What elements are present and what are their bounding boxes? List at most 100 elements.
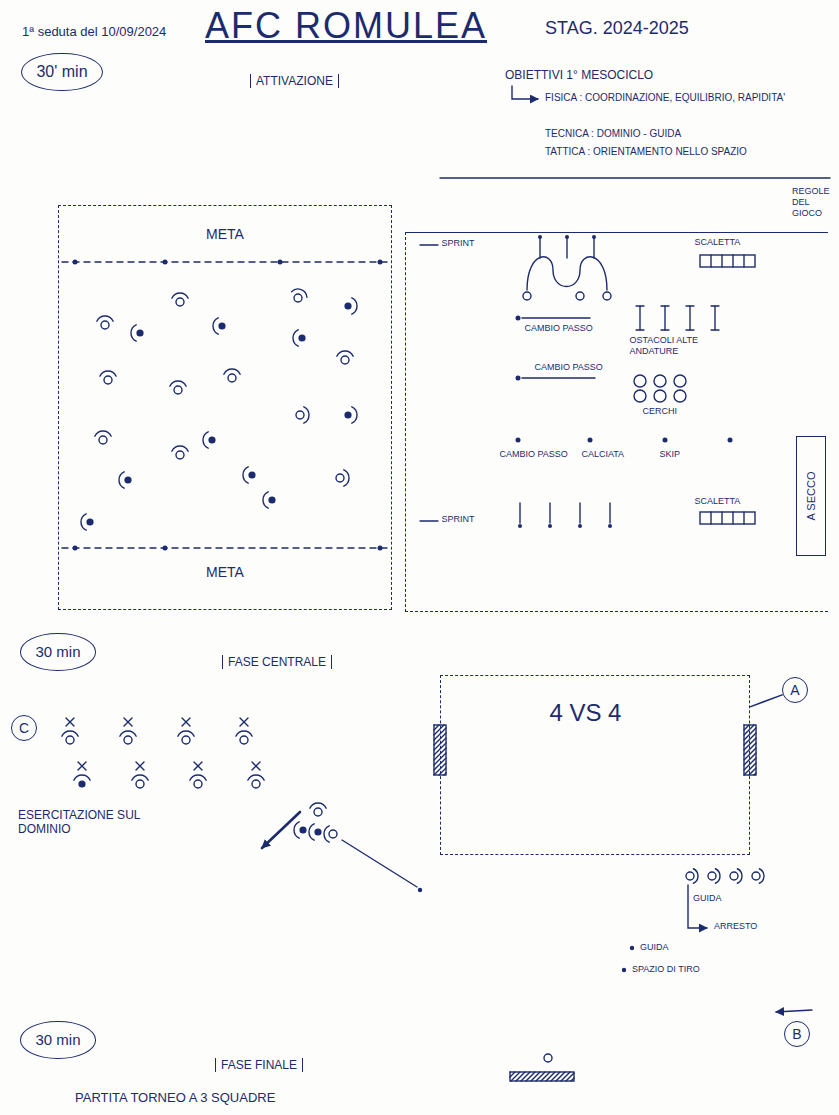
player-dot	[124, 476, 131, 483]
hurdle-post	[639, 306, 640, 330]
player-ring	[176, 298, 184, 306]
node-text: SKIP	[659, 449, 680, 459]
marker-dot	[630, 946, 634, 950]
note-text: STAG. 2024-2025	[545, 18, 689, 40]
goal-net	[516, 1072, 525, 1081]
player-arc	[119, 472, 124, 488]
player-cross	[124, 718, 132, 726]
note-text: TECNICA : DOMINIO - GUIDA	[545, 128, 681, 140]
ladder-rung	[710, 255, 711, 267]
note-text: SPAZIO DI TIRO	[632, 964, 700, 975]
player-arc	[344, 470, 349, 486]
node-text: CAMBIO PASSO	[534, 362, 602, 372]
node-text: SCALETTA	[694, 496, 740, 506]
note-text: OBIETTIVI 1° MESOCICLO	[505, 68, 653, 82]
player-arc	[172, 446, 188, 451]
marker-dot	[608, 524, 612, 528]
player-arc	[304, 407, 309, 423]
player-dot	[344, 302, 351, 309]
player-arc	[170, 381, 186, 386]
goal-net	[744, 725, 754, 735]
goal-net	[536, 1072, 545, 1081]
note-text: TATTICA : ORIENTAMENTO NELLO SPAZIO	[545, 146, 747, 158]
node-text: 4 VS 4	[549, 699, 621, 727]
player-ring	[228, 374, 236, 382]
player-arc	[337, 351, 353, 356]
slalom-pole	[566, 238, 567, 258]
player-cross	[240, 718, 248, 726]
marker-dot	[516, 376, 521, 381]
goal-net	[571, 1078, 574, 1081]
player-cross	[182, 718, 190, 726]
node-text: SCALETTA	[694, 237, 740, 247]
note-text: 1ª seduta del 10/09/2024	[22, 24, 166, 40]
player-arc	[236, 731, 252, 736]
player-arc	[81, 514, 86, 530]
player-cross	[182, 718, 190, 726]
marker-dot	[418, 888, 422, 892]
player-dot	[248, 471, 255, 478]
goal-net	[561, 1072, 570, 1081]
cone-ring	[544, 1054, 552, 1062]
note-text: ARRESTO	[714, 921, 757, 932]
node-text: META	[59, 564, 391, 580]
player-cross	[78, 762, 86, 770]
ladder-frame	[700, 512, 755, 524]
player-cross	[136, 762, 144, 770]
station-panel: SPRINTSCALETTACAMBIO PASSOOSTACOLI ALTE …	[405, 232, 828, 612]
goal-net	[749, 768, 756, 775]
cone-dot	[73, 260, 78, 265]
slalom-path	[527, 257, 607, 290]
time-circle: 30' min	[21, 53, 102, 91]
player-arc	[95, 431, 111, 436]
marker-dot	[622, 968, 626, 972]
player-cross	[194, 762, 202, 770]
player-arc	[292, 289, 307, 297]
slalom-pole	[539, 238, 540, 258]
hurdle-bar	[636, 329, 644, 330]
player-arc	[693, 869, 698, 884]
player-ring	[182, 736, 190, 744]
ladder-frame	[700, 255, 755, 267]
pointer-line	[750, 695, 783, 707]
player-ring	[294, 294, 302, 302]
marker-dot	[565, 235, 569, 239]
player-arc	[248, 775, 264, 780]
goal-net	[556, 1072, 565, 1081]
ladder-rung	[743, 512, 744, 524]
player-cross	[66, 718, 74, 726]
node-text: CAMBIO PASSO	[524, 323, 592, 333]
pointer-arrow	[512, 86, 538, 99]
pole	[519, 503, 520, 523]
note-text: REGOLE DEL GIOCO	[792, 186, 836, 218]
player-arc	[324, 826, 329, 842]
player-ring	[686, 872, 694, 880]
node-text: CAMBIO PASSO	[499, 449, 567, 459]
hurdle-bar	[711, 329, 719, 330]
marker-dot	[588, 438, 593, 443]
player-ring	[296, 411, 304, 419]
goal-frame	[744, 725, 756, 775]
player-cross	[66, 718, 74, 726]
hurdle-post	[664, 306, 665, 330]
hurdle-bar	[636, 305, 644, 306]
time-circle: 30 min	[20, 1021, 95, 1058]
player-arc	[172, 293, 188, 298]
node-text: C	[19, 720, 29, 736]
node-text: 30 min	[35, 1031, 80, 1048]
player-arc	[74, 775, 90, 780]
goal-net	[531, 1072, 540, 1081]
sheet-title: AFC ROMULEA	[205, 4, 487, 47]
hoop	[634, 390, 646, 402]
pole	[609, 503, 610, 523]
player-cross	[240, 718, 248, 726]
node-text: OSTACOLI ALTE ANDATURE	[629, 335, 729, 356]
player-arc	[759, 869, 764, 884]
game-field: 4 VS 4	[440, 675, 750, 855]
player-dot	[298, 334, 305, 341]
player-arc	[293, 330, 298, 346]
marker-dot	[728, 438, 733, 443]
sprint-line	[420, 244, 438, 245]
